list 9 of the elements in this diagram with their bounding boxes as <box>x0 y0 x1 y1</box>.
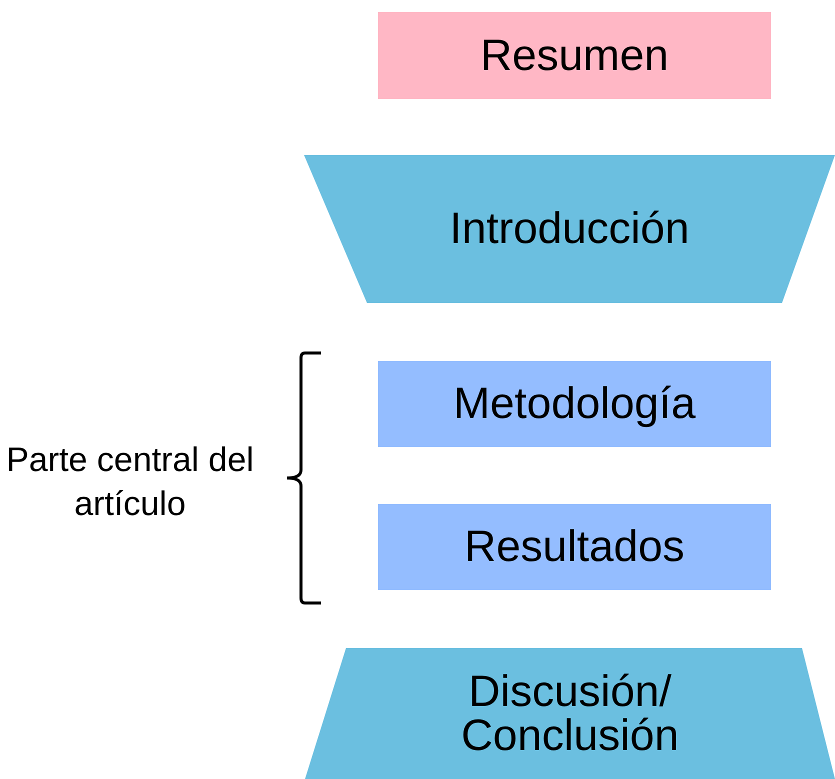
section-box <box>378 361 771 447</box>
section-title: Discusión/ Conclusión <box>460 670 680 758</box>
section-title: Resumen <box>480 34 669 78</box>
section-title: Resultados <box>464 525 685 569</box>
section-box <box>378 12 771 99</box>
bracket-label: Parte central del artículo <box>5 440 255 526</box>
section-box <box>378 504 771 590</box>
section-title: Metodología <box>453 382 696 426</box>
section-title: Introducción <box>450 207 690 251</box>
